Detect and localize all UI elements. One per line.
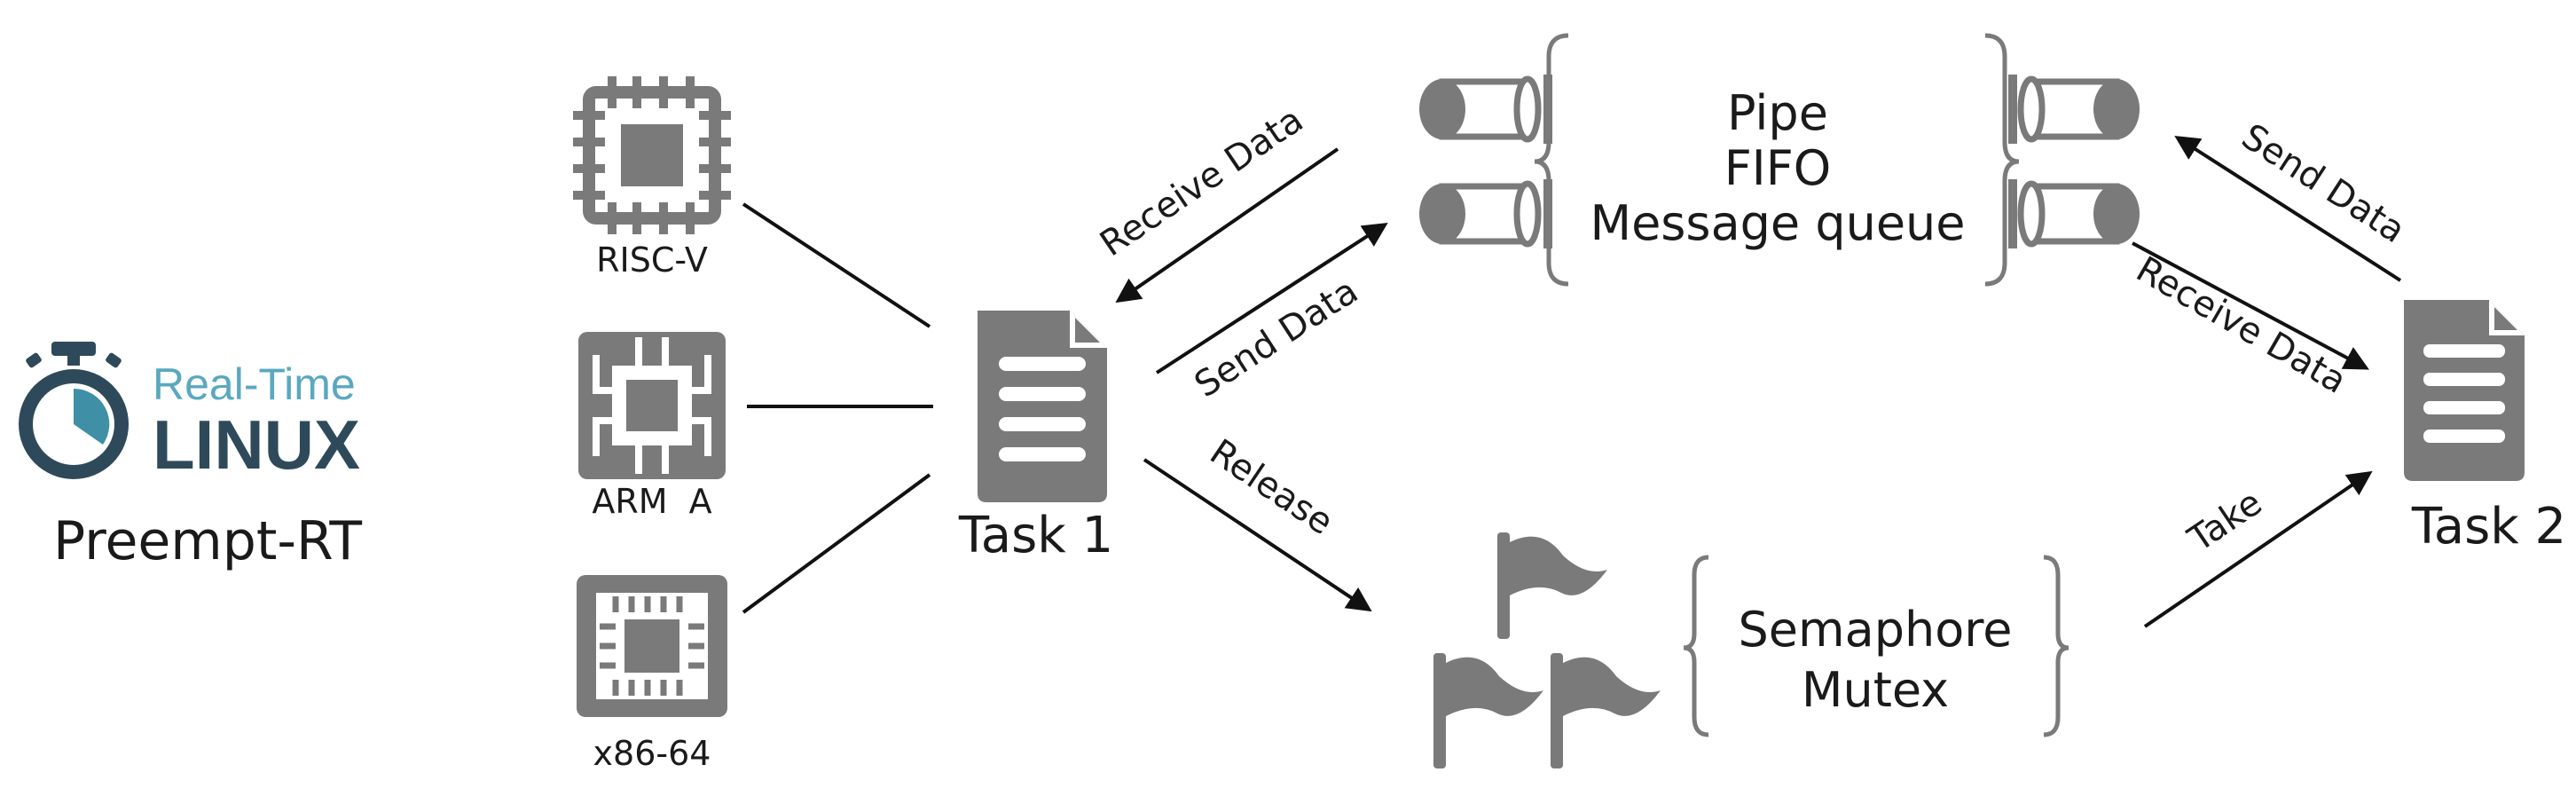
- arm-chip-icon: [578, 332, 726, 479]
- ipc-line-fifo: FIFO: [1724, 140, 1832, 196]
- arrow-task2-receive: [2132, 241, 2369, 370]
- pipe-icons-right: [2008, 75, 2140, 248]
- task1-document-icon: [978, 311, 1107, 502]
- flag-icon: [1433, 653, 1543, 768]
- sync-line-semaphore: Semaphore: [1739, 602, 2013, 658]
- flag-icons: [1433, 532, 1661, 768]
- realtime-linux-logo: Real-Time LINUX Preempt-RT: [19, 342, 362, 572]
- task2-document-icon: [2404, 300, 2525, 481]
- chip-connectors: [742, 202, 933, 614]
- logo-linux-text: LINUX: [153, 406, 360, 484]
- task2-label: Task 2: [2411, 498, 2566, 556]
- flag-icon: [1497, 532, 1607, 639]
- task1-label: Task 1: [958, 507, 1113, 564]
- flag-icon: [1551, 653, 1661, 768]
- arrow-task1-release: [1143, 458, 1372, 612]
- label-task1-receive: Receive Data: [1093, 99, 1310, 264]
- arrow-task2-take: [2143, 470, 2373, 628]
- logo-realtime-text: Real-Time: [153, 359, 356, 409]
- chip-label-risc-v: RISC-V: [596, 240, 708, 280]
- stopwatch-icon: [19, 342, 129, 479]
- risc-v-chip-icon: [573, 76, 731, 234]
- arrow-task2-send: [2174, 135, 2402, 282]
- label-task1-release: Release: [1203, 431, 1340, 543]
- sync-braces: [1683, 555, 2069, 737]
- label-task2-receive: Receive Data: [2129, 249, 2352, 402]
- ipc-text: Pipe FIFO Message queue: [1590, 85, 1965, 251]
- chip-label-x86: x86-64: [593, 734, 711, 773]
- arrow-task1-receive: [1115, 147, 1339, 303]
- label-task1-send: Send Data: [1188, 271, 1365, 406]
- sync-line-mutex: Mutex: [1802, 662, 1949, 718]
- arrows: [1115, 135, 2402, 628]
- arrow-task1-send: [1155, 222, 1388, 374]
- logo-caption: Preempt-RT: [53, 510, 362, 572]
- pipe-icons-left: [1419, 75, 1552, 248]
- chip-label-arm: ARM A: [592, 482, 711, 521]
- ipc-braces: [1534, 33, 2020, 287]
- x86-chip-icon: [577, 575, 727, 717]
- ipc-line-message-queue: Message queue: [1590, 195, 1965, 251]
- ipc-line-pipe: Pipe: [1727, 85, 1828, 141]
